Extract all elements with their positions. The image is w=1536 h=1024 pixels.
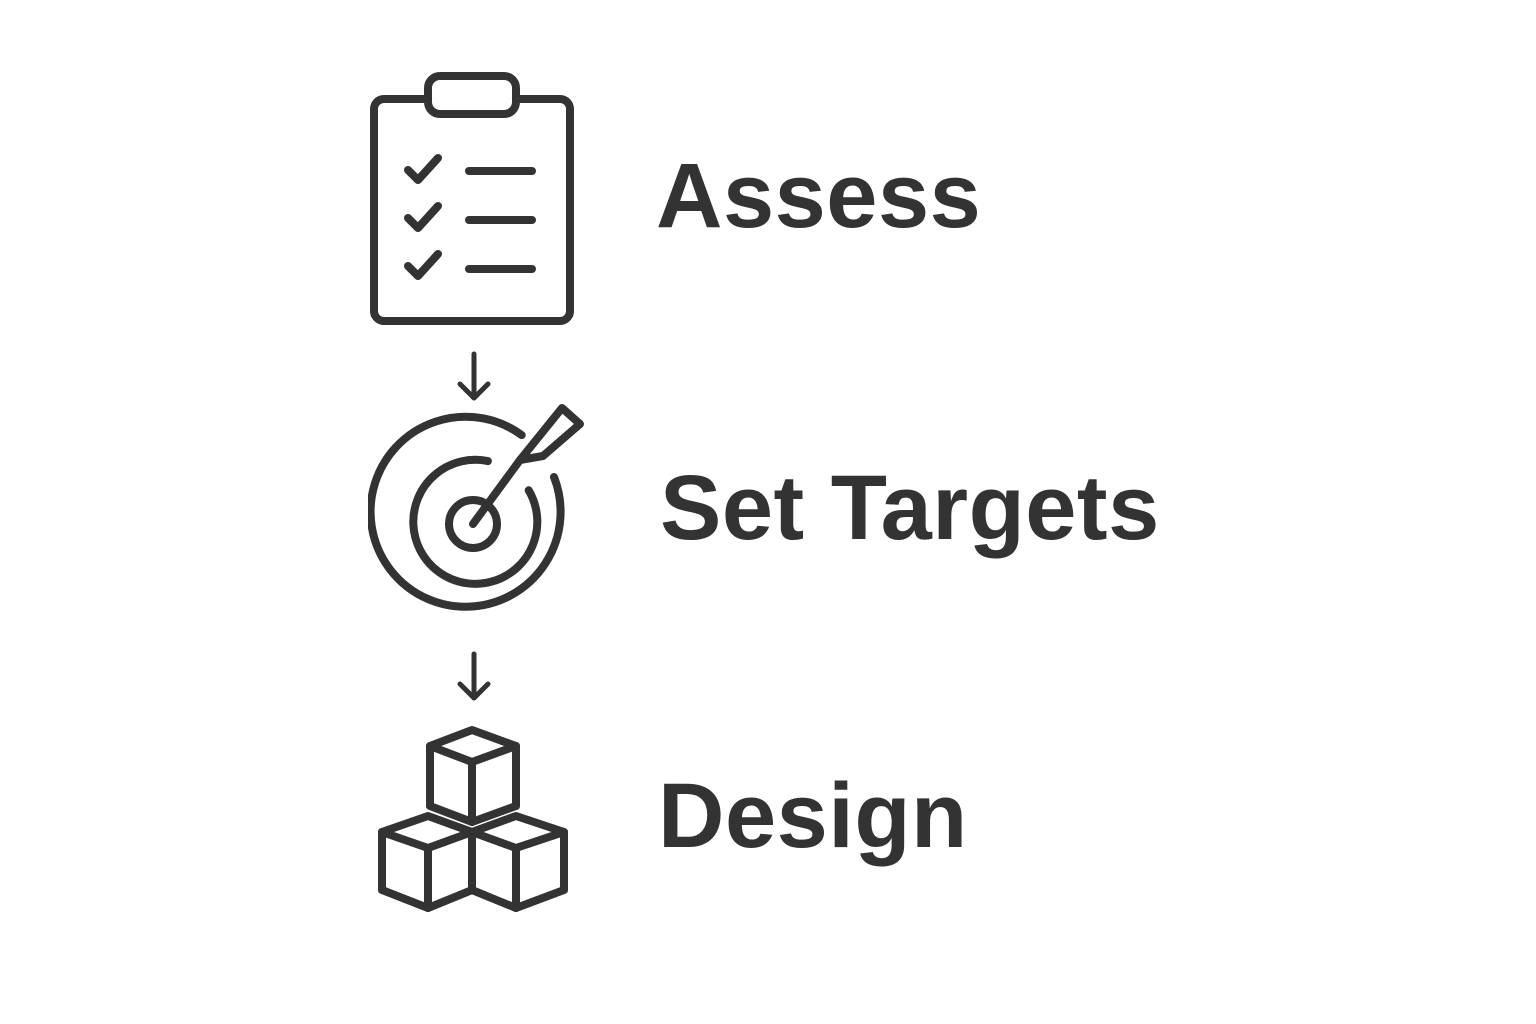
clipboard-checklist-icon	[366, 70, 578, 328]
down-arrow-icon	[454, 348, 494, 408]
stacked-cubes-icon	[370, 724, 576, 914]
step-label-assess: Assess	[656, 145, 982, 247]
down-arrow-icon	[454, 648, 494, 708]
step-label-design: Design	[658, 765, 968, 867]
step-label-set-targets: Set Targets	[660, 457, 1160, 559]
target-arrow-icon	[368, 404, 588, 626]
